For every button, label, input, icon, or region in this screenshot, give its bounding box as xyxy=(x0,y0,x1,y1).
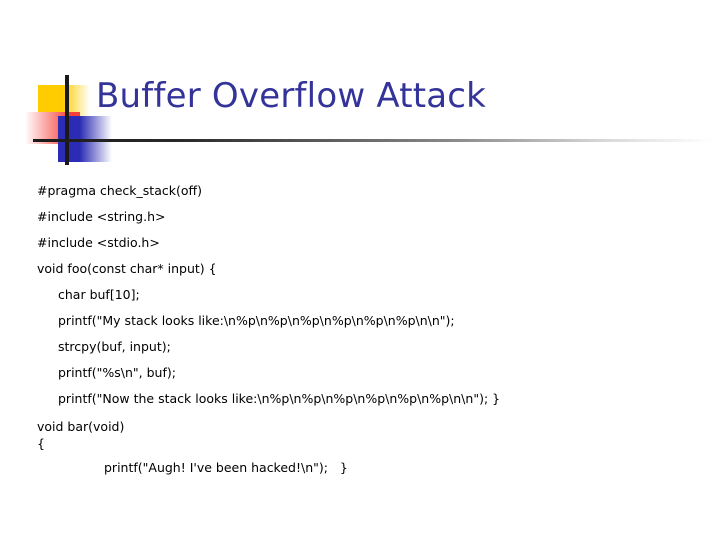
code-line: #include <stdio.h> xyxy=(37,235,160,250)
code-line: printf("Now the stack looks like:\n%p\n%… xyxy=(58,391,501,406)
code-line: strcpy(buf, input); xyxy=(58,339,171,354)
code-line: void foo(const char* input) { xyxy=(37,261,217,276)
code-line: void bar(void) xyxy=(37,419,125,434)
page-title: Buffer Overflow Attack xyxy=(96,76,487,116)
code-line: #pragma check_stack(off) xyxy=(37,183,202,198)
decoration-vertical-bar xyxy=(65,75,69,165)
code-line: char buf[10]; xyxy=(58,287,140,302)
decoration-horizontal-rule xyxy=(33,139,713,142)
code-line: printf("%s\n", buf); xyxy=(58,365,176,380)
code-line: printf("My stack looks like:\n%p\n%p\n%p… xyxy=(58,313,455,328)
code-line: #include <string.h> xyxy=(37,209,166,224)
code-line: { xyxy=(37,436,45,451)
code-block: #pragma check_stack(off) #include <string… xyxy=(37,178,697,476)
code-line: printf("Augh! I've been hacked!\n"); } xyxy=(104,460,348,475)
